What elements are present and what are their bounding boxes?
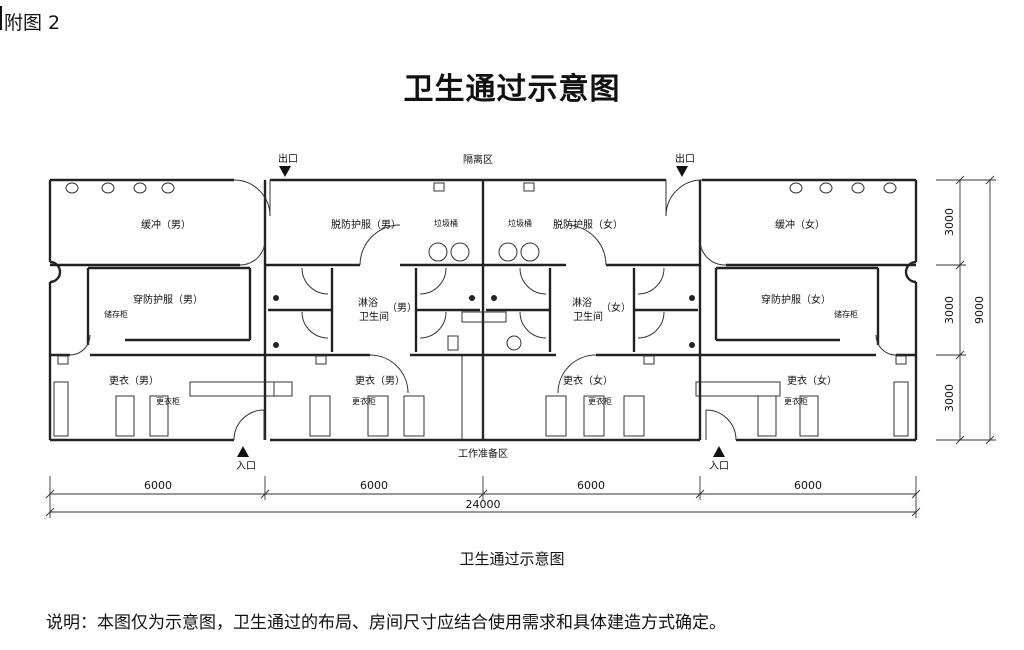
toilet-fixtures <box>273 295 695 351</box>
label-bin-left: 垃圾桶 <box>434 218 458 228</box>
label-bin-right: 垃圾桶 <box>508 218 532 228</box>
label-locker-3: 更衣柜 <box>588 396 612 406</box>
dim-total-width: 24000 <box>466 498 501 511</box>
room-bath-women-line1: 淋浴 <box>572 296 592 309</box>
exit-label-right: 出口 <box>675 152 695 165</box>
room-change-women-left: 更衣（女） <box>563 374 613 387</box>
vertical-dimensions <box>936 175 996 445</box>
label-storage-left: 储存柜 <box>104 309 128 319</box>
outer-walls <box>48 178 918 442</box>
room-bath-women-line3: （女） <box>601 301 631 314</box>
room-bath-men-line3: （男） <box>387 302 417 314</box>
figure-caption: 卫生通过示意图 <box>459 550 565 568</box>
explanatory-note: 说明：本图仅为示意图，卫生通过的布局、房间尺寸应结合使用需求和具体建造方式确定。 <box>46 613 726 633</box>
exit-arrow-right <box>676 166 688 177</box>
waste-bins <box>428 242 540 262</box>
room-don-women: 穿防护服（女） <box>761 293 831 306</box>
partition-walls <box>50 180 916 440</box>
entrance-label-right: 入口 <box>709 461 729 472</box>
room-change-men-left: 更衣（男） <box>109 374 159 387</box>
sink-fixtures <box>57 182 907 365</box>
corridor-lines <box>461 356 484 440</box>
label-locker-1: 更衣柜 <box>156 396 180 406</box>
room-doff-men: 脱防护服（男） <box>331 218 401 231</box>
room-shower-women: 缓冲（女） <box>775 218 825 231</box>
label-storage-right: 储存柜 <box>834 309 858 319</box>
page-title: 卫生通过示意图 <box>403 72 621 107</box>
dim-bay-4: 6000 <box>794 479 822 492</box>
room-shower-men: 缓冲（男） <box>141 218 191 231</box>
room-bath-men-line2: 卫生间 <box>359 310 389 323</box>
room-bath-men-line1: 淋浴 <box>358 296 378 309</box>
label-locker-4: 更衣柜 <box>784 396 808 406</box>
room-don-men: 穿防护服（男） <box>133 293 203 306</box>
dim-row-3: 3000 <box>943 384 956 412</box>
dim-row-2: 3000 <box>943 296 956 324</box>
locker-fixtures <box>53 381 909 437</box>
annex-label: 附图 2 <box>4 12 61 34</box>
room-change-women-right: 更衣（女） <box>787 374 837 387</box>
entrance-arrow-right <box>713 446 725 457</box>
horizontal-dimensions <box>45 476 921 518</box>
dim-bay-3: 6000 <box>577 479 605 492</box>
exit-arrow-left <box>279 166 291 177</box>
annex-bar <box>0 6 2 30</box>
label-locker-2: 更衣柜 <box>352 396 376 406</box>
room-doff-women: 脱防护服（女） <box>553 218 623 231</box>
dim-total-height: 9000 <box>973 296 986 324</box>
door-swings <box>49 179 917 441</box>
entry-exit-markers <box>237 166 725 457</box>
zone-top-label: 隔离区 <box>463 153 493 166</box>
room-change-men-right: 更衣（男） <box>355 374 405 387</box>
dim-row-1: 3000 <box>943 208 956 236</box>
exit-label-left: 出口 <box>278 152 298 165</box>
zone-bottom-label: 工作准备区 <box>458 447 508 460</box>
room-bath-women-line2: 卫生间 <box>573 310 603 323</box>
dim-bay-1: 6000 <box>144 479 172 492</box>
dim-bay-2: 6000 <box>360 479 388 492</box>
entrance-label-left: 入口 <box>236 461 256 472</box>
entrance-arrow-left <box>237 446 249 457</box>
